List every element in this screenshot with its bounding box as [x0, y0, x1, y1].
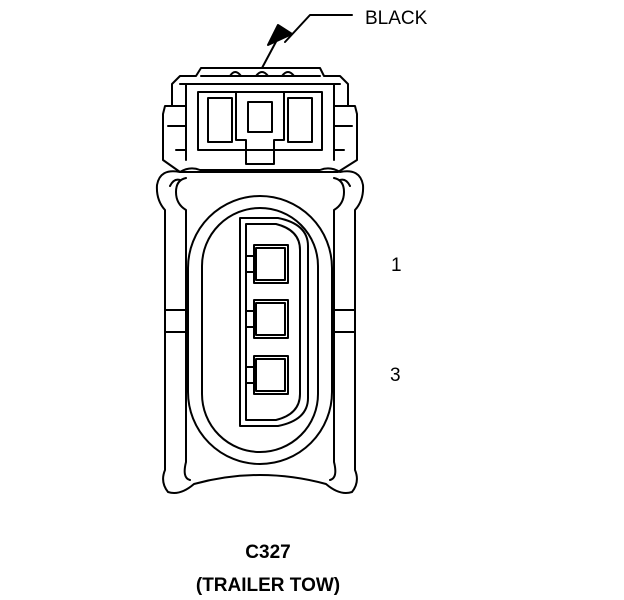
cavity-carrier	[239, 217, 309, 427]
connector-id: C327	[245, 542, 291, 563]
pin-label-3: 3	[390, 365, 401, 386]
connector-body	[155, 167, 365, 494]
wire-color-label: BLACK	[365, 8, 428, 29]
cavity-1	[245, 244, 289, 284]
pin-label-1: 1	[391, 255, 402, 276]
cavity-3	[245, 355, 289, 395]
connector-description: (TRAILER TOW)	[195, 575, 341, 596]
color-leader-line	[261, 14, 353, 69]
cavity-2	[245, 299, 289, 339]
locking-tab	[162, 67, 358, 173]
connector-face-oval	[187, 195, 333, 465]
